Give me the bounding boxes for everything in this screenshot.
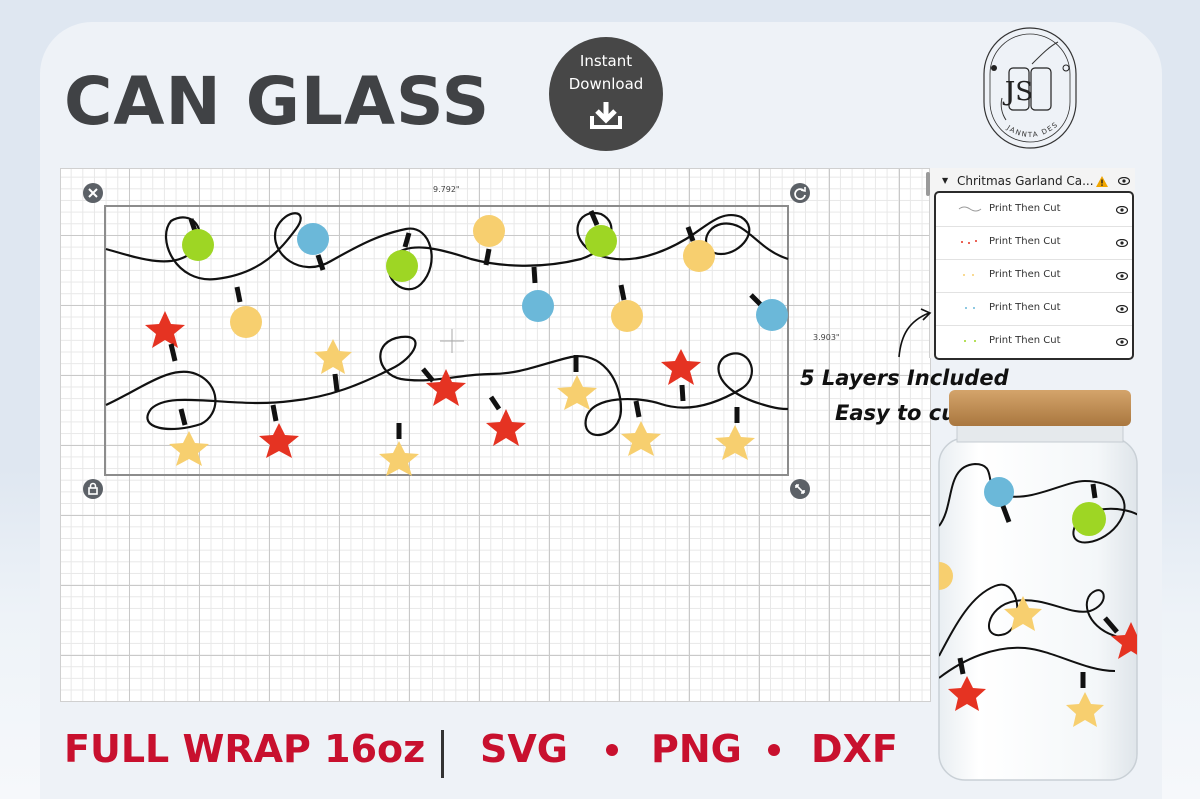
- layer-row[interactable]: Print Then Cut: [936, 325, 1132, 358]
- format-separator-dot: [768, 744, 780, 756]
- star-red[interactable]: [661, 349, 701, 402]
- star-yellow[interactable]: [557, 355, 597, 410]
- layer-thumbnail: [961, 240, 977, 244]
- star-red[interactable]: [421, 367, 466, 406]
- caret-down-icon[interactable]: ▼: [942, 176, 949, 185]
- arrow-icon: [898, 308, 932, 358]
- garland-design[interactable]: [61, 169, 930, 701]
- rotate-icon: [794, 187, 806, 200]
- layer-label: Print Then Cut: [989, 269, 1061, 280]
- bulb-green[interactable]: [182, 218, 214, 261]
- eye-icon[interactable]: [1116, 305, 1128, 313]
- layer-thumbnail: [958, 206, 982, 212]
- layer-list: Print Then Cut Print Then Cut Print Then…: [934, 191, 1134, 360]
- bulb-yellow[interactable]: [683, 226, 715, 272]
- resize-button[interactable]: [790, 479, 810, 499]
- star-yellow[interactable]: [314, 339, 352, 392]
- bulb-green[interactable]: [386, 232, 418, 282]
- lock-button[interactable]: [83, 479, 103, 499]
- delete-button[interactable]: [83, 183, 103, 203]
- eye-icon[interactable]: [1116, 239, 1128, 247]
- lock-icon: [88, 482, 98, 495]
- glass-jar-mockup: [938, 390, 1138, 781]
- star-yellow[interactable]: [169, 408, 209, 466]
- eye-icon[interactable]: [1116, 272, 1128, 280]
- badge-line-1: Instant: [579, 52, 633, 70]
- layer-group-name: Chritmas Garland Ca...: [957, 174, 1094, 188]
- badge-line-2: Download: [568, 75, 644, 93]
- brand-logo: JS JANNTA DESIGN CO: [980, 24, 1077, 149]
- layer-row[interactable]: Print Then Cut: [936, 193, 1132, 227]
- eye-icon[interactable]: [1116, 206, 1128, 214]
- bulb-blue[interactable]: [749, 293, 788, 331]
- full-wrap-label: FULL WRAP 16oz: [64, 727, 426, 771]
- layer-row[interactable]: Print Then Cut: [936, 226, 1132, 260]
- height-dimension-label: 3.903": [813, 333, 840, 342]
- bulb-yellow[interactable]: [230, 286, 262, 338]
- star-yellow[interactable]: [715, 407, 755, 460]
- layer-label: Print Then Cut: [989, 236, 1061, 247]
- bulb-green[interactable]: [585, 210, 617, 257]
- footer-divider: [441, 730, 444, 778]
- download-icon: [590, 102, 622, 129]
- svg-text:JS: JS: [1002, 77, 1033, 107]
- eye-icon[interactable]: [1118, 177, 1130, 185]
- format-separator-dot: [606, 744, 618, 756]
- width-dimension-label: 9.792": [433, 185, 460, 194]
- layer-group-header[interactable]: ▼ Chritmas Garland Ca...: [930, 168, 1135, 194]
- bulb-blue[interactable]: [522, 266, 554, 322]
- format-png: PNG: [651, 727, 742, 771]
- rotate-button[interactable]: [790, 183, 810, 203]
- bulb-yellow[interactable]: [611, 284, 643, 332]
- format-dxf: DXF: [811, 727, 898, 771]
- layer-row[interactable]: Print Then Cut: [936, 292, 1132, 326]
- layers-scrollbar[interactable]: [926, 172, 930, 196]
- layer-thumbnail: [963, 274, 974, 276]
- format-svg: SVG: [480, 727, 568, 771]
- star-red[interactable]: [486, 395, 526, 446]
- star-yellow[interactable]: [621, 400, 661, 456]
- layer-thumbnail: [964, 340, 976, 342]
- page-title: CAN GLASS: [64, 63, 491, 140]
- star-yellow[interactable]: [379, 423, 419, 476]
- resize-icon: [795, 484, 805, 494]
- warning-icon: [1096, 176, 1108, 187]
- instant-download-badge[interactable]: Instant Download: [549, 37, 663, 151]
- layer-thumbnail: [965, 307, 975, 309]
- bulb-blue[interactable]: [297, 223, 329, 271]
- layers-included-note: 5 Layers Included: [800, 366, 1009, 390]
- design-canvas[interactable]: 9.792" 3.903": [60, 168, 931, 702]
- layer-label: Print Then Cut: [989, 302, 1061, 313]
- star-red[interactable]: [145, 311, 185, 362]
- star-red[interactable]: [259, 404, 299, 458]
- easy-to-cut-note: Easy to cut: [835, 401, 967, 425]
- layer-row[interactable]: Print Then Cut: [936, 259, 1132, 293]
- eye-icon[interactable]: [1116, 338, 1128, 346]
- close-icon: [88, 188, 98, 198]
- layer-label: Print Then Cut: [989, 203, 1061, 214]
- bulb-yellow[interactable]: [473, 215, 505, 266]
- layer-label: Print Then Cut: [989, 335, 1061, 346]
